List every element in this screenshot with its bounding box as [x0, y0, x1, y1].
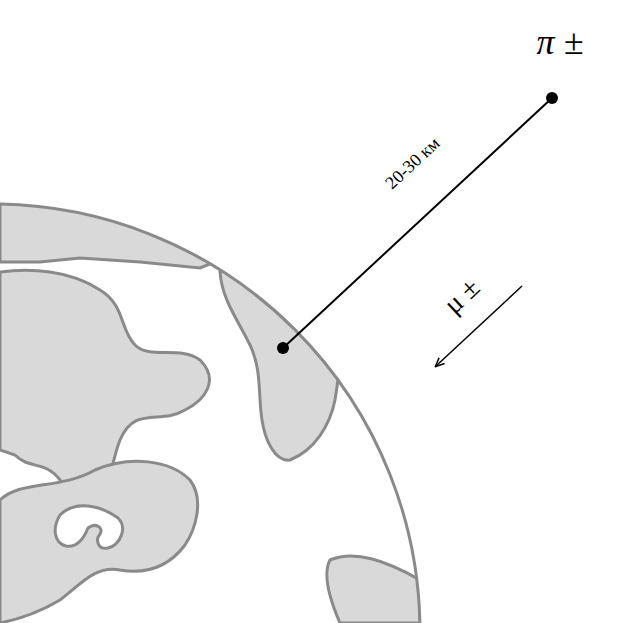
pion-point: [546, 92, 558, 104]
continents: [0, 200, 420, 623]
surface-point: [277, 342, 289, 354]
particle-label: π ±: [537, 24, 584, 60]
distance-label: 20-30 км: [381, 134, 442, 193]
pion-path: [283, 98, 552, 348]
particle-label: μ ±: [439, 273, 485, 319]
earth-outline: [0, 204, 420, 623]
